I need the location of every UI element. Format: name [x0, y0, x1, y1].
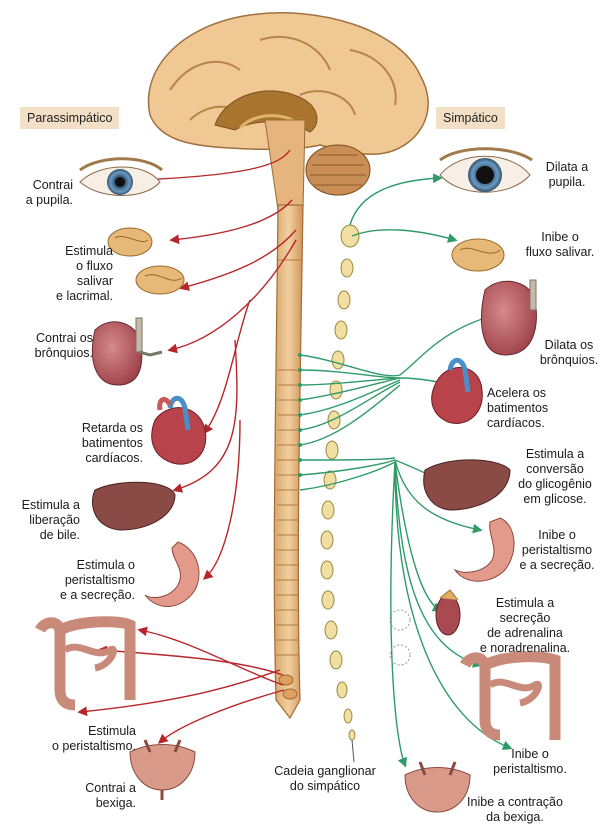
para-stomach-label: Estimula o peristaltismo e a secreção. [35, 558, 135, 603]
salivary-gland-icon [108, 228, 184, 294]
para-heart-label: Retarda os batimentos cardíacos. [53, 421, 143, 466]
brain [148, 13, 428, 210]
eye-icon [80, 159, 162, 196]
symp-stomach-label: Inibe o peristaltismo e a secreção. [512, 528, 602, 573]
para-lung-label: Contrai os brônquios. [3, 331, 93, 361]
symp-liver-label: Estimula a conversão do glicogênio em gl… [508, 447, 602, 507]
symp-heart-label: Acelera os batimentos cardíacos. [487, 386, 577, 431]
adrenal-gland-icon [436, 590, 460, 635]
liver-icon [424, 460, 510, 510]
symp-bladder-label: Inibe a contração da bexiga. [450, 795, 580, 825]
eye-icon [440, 149, 532, 193]
lung-icon [92, 318, 162, 385]
symp-lung-label: Dilata os brônquios. [535, 338, 603, 368]
stomach-icon [145, 542, 199, 606]
heart-icon [432, 360, 483, 423]
intestine-icon [465, 657, 555, 740]
sympathetic-chain-label: Cadeia ganglionar do simpático [265, 764, 385, 794]
parasympathetic-heading: Parassimpático [20, 107, 119, 129]
symp-eye-label: Dilata a pupila. [532, 160, 602, 190]
para-salivary-label: Estimula o fluxo salivar e lacrimal. [33, 244, 113, 304]
liver-icon [92, 482, 175, 530]
para-eye-label: Contrai a pupila. [0, 178, 73, 208]
stomach-icon [455, 518, 514, 581]
sympathetic-heading: Simpático [436, 107, 505, 129]
ganglion-marker [390, 645, 410, 665]
heart-icon [152, 398, 206, 464]
symp-adrenal-label: Estimula a secreção de adrenalina e nora… [465, 596, 585, 656]
ganglion-marker [390, 610, 410, 630]
para-bladder-label: Contrai a bexiga. [56, 781, 136, 811]
lung-icon [482, 280, 537, 355]
para-intestine-label: Estimula o peristaltismo. [16, 724, 136, 754]
para-liver-label: Estimula a liberação de bile. [0, 498, 80, 543]
salivary-gland-icon [452, 239, 504, 271]
intestine-icon [40, 622, 130, 705]
bladder-icon [130, 740, 195, 800]
symp-salivary-label: Inibe o fluxo salivar. [518, 230, 602, 260]
chain-label-leader [352, 740, 354, 762]
symp-intestine-label: Inibe o peristaltismo. [480, 747, 580, 777]
